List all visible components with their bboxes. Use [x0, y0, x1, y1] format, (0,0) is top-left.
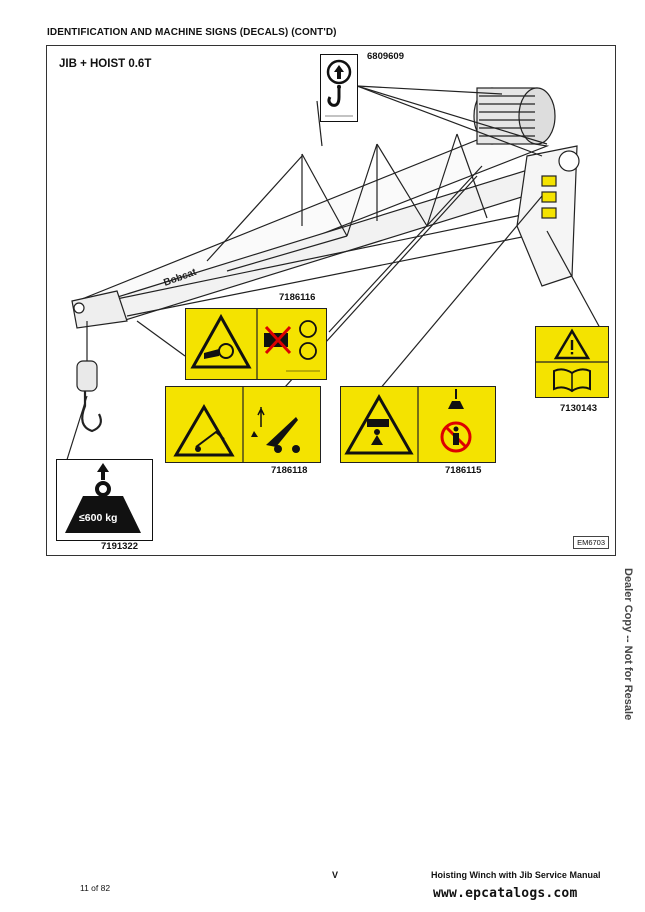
decal-7186118: [165, 386, 321, 463]
figure-title: JIB + HOIST 0.6T: [59, 58, 152, 70]
footer-manual-title: Hoisting Winch with Jib Service Manual: [431, 870, 601, 880]
part-number-7191322: 7191322: [101, 541, 138, 552]
max-load-label: ≤600 kg: [79, 512, 118, 524]
decal-6809609: [320, 54, 358, 122]
figure-code: EM6703: [573, 536, 609, 549]
part-number-7186116: 7186116: [279, 292, 316, 303]
falling-load-hazard-icon: [344, 387, 472, 462]
crush-hazard-rotating-parts-icon: [190, 309, 320, 379]
hook-lift-point-icon: [325, 59, 353, 117]
part-number-6809609: 6809609: [367, 51, 404, 62]
part-number-7186118: 7186118: [271, 465, 308, 476]
footer-section-letter: V: [332, 870, 339, 880]
part-number-7186115: 7186115: [445, 465, 482, 476]
footer-page-number: 11 of 82: [80, 883, 111, 893]
decal-7186116: [185, 308, 327, 380]
side-watermark: Dealer Copy -- Not for Resale: [622, 568, 634, 721]
decal-7130143: [535, 326, 609, 398]
decal-7186115: [340, 386, 496, 463]
jib-hoist-drawing: Bobcat: [64, 85, 601, 467]
tip-over-hazard-icon: [173, 387, 300, 462]
decal-7191322: ≤600 kg: [56, 459, 153, 541]
footer-url[interactable]: www.epcatalogs.com: [433, 886, 578, 901]
section-title: IDENTIFICATION AND MACHINE SIGNS (DECALS…: [47, 27, 337, 38]
decal-figure: JIB + HOIST 0.6T: [46, 45, 616, 556]
part-number-7130143: 7130143: [560, 403, 597, 414]
read-manual-warning-icon: [536, 328, 608, 393]
max-load-weight-icon: [65, 463, 141, 533]
